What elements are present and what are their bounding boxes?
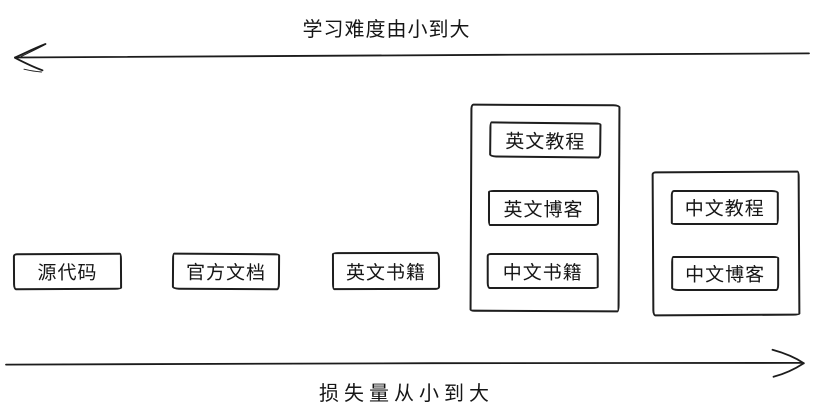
bottom-axis-label: 损失量从小到大 xyxy=(319,381,494,405)
bottom-axis-arrow xyxy=(5,348,805,378)
node-label: 源代码 xyxy=(37,261,98,285)
node-chinese-blogs: 中文博客 xyxy=(671,255,780,292)
node-label: 官方文档 xyxy=(185,261,267,285)
node-label: 英文博客 xyxy=(503,198,584,221)
node-label: 中文书籍 xyxy=(502,261,583,284)
node-label: 中文教程 xyxy=(684,197,765,221)
group-english-resources: 英文教程 英文博客 中文书籍 xyxy=(469,103,621,313)
group-chinese-resources: 中文教程 中文博客 xyxy=(651,170,801,317)
node-english-blogs: 英文博客 xyxy=(487,189,600,227)
node-official-docs: 官方文档 xyxy=(171,252,281,291)
top-axis-arrow xyxy=(14,43,810,73)
node-chinese-books: 中文书籍 xyxy=(486,252,599,290)
node-label: 英文书籍 xyxy=(345,261,427,284)
node-english-books: 英文书籍 xyxy=(331,251,441,291)
top-axis-label: 学习难度由小到大 xyxy=(302,17,471,41)
node-label: 英文教程 xyxy=(505,130,586,153)
node-source-code: 源代码 xyxy=(12,252,123,291)
node-chinese-tutorials: 中文教程 xyxy=(670,189,779,226)
node-label: 中文博客 xyxy=(685,263,766,287)
node-english-tutorials: 英文教程 xyxy=(489,121,602,159)
